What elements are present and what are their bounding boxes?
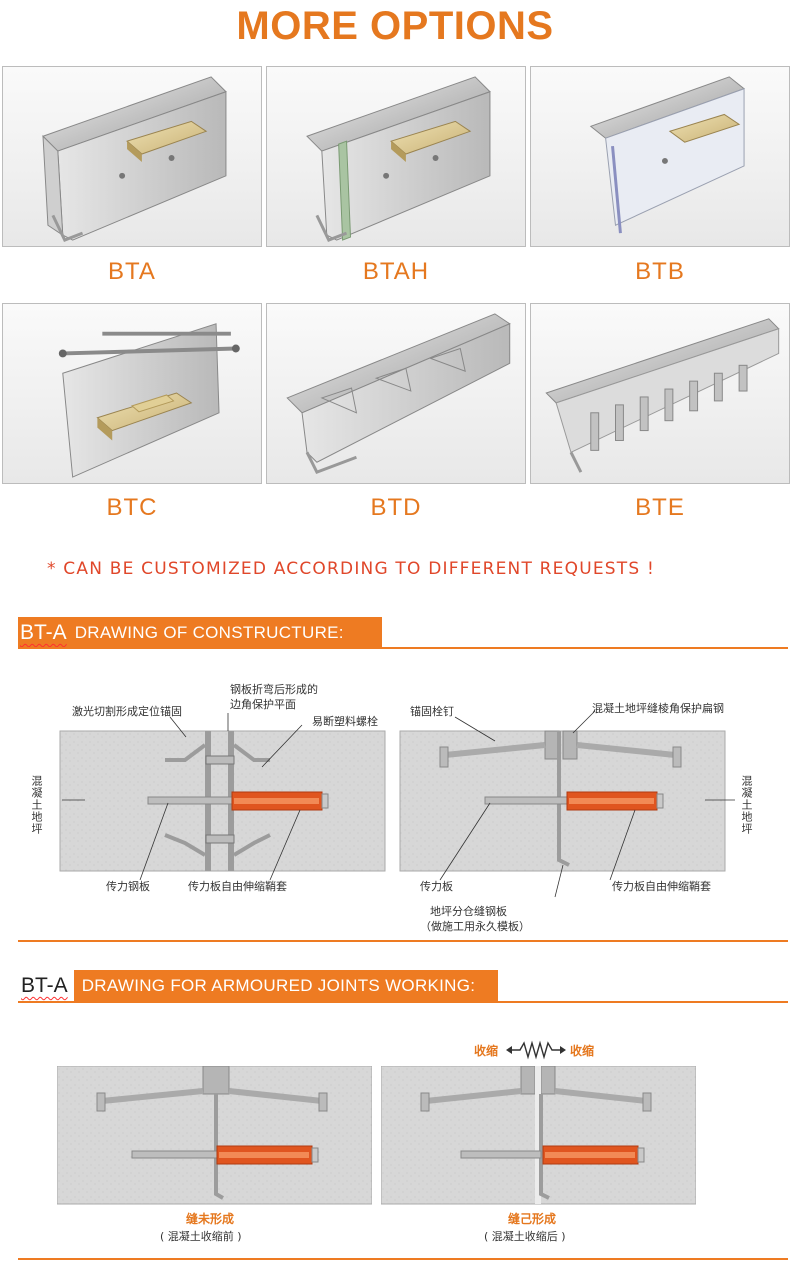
label-joint-plate-1: 地坪分仓缝钢板	[430, 905, 507, 918]
label-sleeve-left: 传力板自由伸缩鞘套	[188, 880, 287, 893]
label-floor-left: 混凝土地坪	[30, 775, 43, 835]
state-after-subtitle: ( 混凝土收缩后 )	[484, 1230, 566, 1243]
label-edge-plane-1: 钢板折弯后形成的	[230, 683, 318, 696]
product-image-btd	[266, 303, 526, 484]
state-before-title: 缝未形成	[186, 1212, 235, 1226]
product-image-btc	[2, 303, 262, 484]
label-sleeve-right: 传力板自由伸缩鞘套	[612, 880, 711, 893]
section-banner-working: BT-A DRAWING FOR ARMOURED JOINTS WORKING…	[18, 970, 498, 1002]
product-label-btd: BTD	[370, 494, 422, 521]
product-label-btc: BTC	[106, 494, 158, 521]
label-joint-plate-2: （做施工用永久模板）	[420, 920, 530, 933]
page-heading: MORE OPTIONS	[236, 4, 554, 48]
label-dowel-plate-left: 传力钢板	[106, 880, 150, 893]
section-rule	[18, 940, 788, 942]
shrink-spring-icon	[506, 1040, 566, 1060]
section-title: DRAWING FOR ARMOURED JOINTS WORKING:	[81, 976, 476, 995]
product-image-bte	[530, 303, 790, 484]
section-code: BT-A	[18, 970, 74, 1002]
product-image-btb	[530, 66, 790, 247]
state-before-subtitle: ( 混凝土收缩前 )	[160, 1230, 242, 1243]
label-anchor-nail: 锚固栓钉	[410, 705, 454, 718]
label-plastic-bolt: 易断塑料螺栓	[312, 715, 378, 728]
product-label-bte: BTE	[635, 494, 685, 521]
label-edge-plane-2: 边角保护平面	[230, 698, 296, 711]
construction-drawing-left	[59, 713, 386, 881]
label-floor-right: 混凝土地坪	[740, 775, 753, 835]
label-edge-steel: 混凝土地坪缝棱角保护扁钢	[592, 702, 724, 715]
section-code: BT-A	[20, 621, 67, 644]
section-rule	[18, 647, 788, 649]
label-dowel-plate-right: 传力板	[420, 880, 453, 893]
customization-note: * CAN BE CUSTOMIZED ACCORDING TO DIFFERE…	[47, 559, 655, 579]
section-rule	[18, 1001, 788, 1003]
construction-drawing-right	[399, 710, 735, 898]
joint-after-drawing	[381, 1066, 696, 1205]
product-image-btah	[266, 66, 526, 247]
state-after-title: 缝己形成	[508, 1212, 557, 1226]
section-banner-construction: BT-A DRAWING OF CONSTRUCTURE:	[18, 617, 382, 649]
product-image-bta	[2, 66, 262, 247]
section-title: DRAWING OF CONSTRUCTURE:	[74, 623, 344, 642]
joint-before-drawing	[57, 1066, 372, 1205]
label-laser-anchor: 激光切割形成定位锚固	[72, 705, 182, 718]
product-label-bta: BTA	[108, 258, 156, 285]
shrink-label-right: 收缩	[570, 1044, 595, 1058]
product-label-btb: BTB	[635, 258, 685, 285]
product-label-btah: BTAH	[362, 258, 430, 285]
shrink-label-left: 收缩	[474, 1044, 499, 1058]
section-rule	[18, 1258, 788, 1260]
